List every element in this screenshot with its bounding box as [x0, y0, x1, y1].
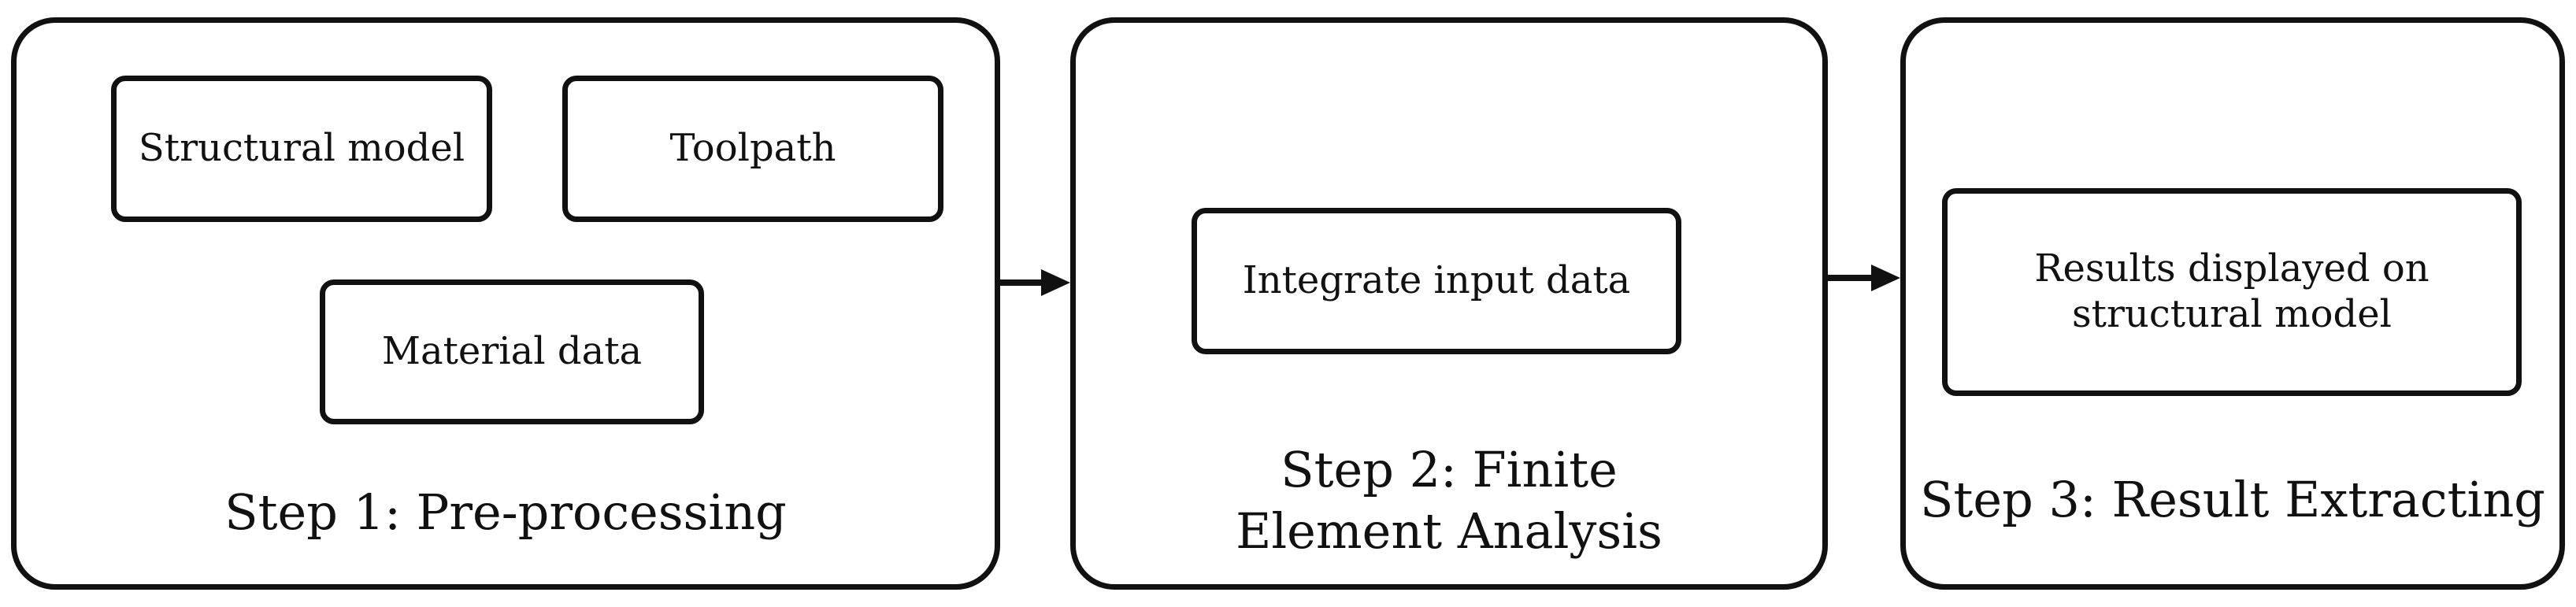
integrate-input-data-box: Integrate input data	[1192, 208, 1681, 354]
structural-model-box: Structural model	[111, 76, 492, 222]
toolpath-box: Toolpath	[562, 76, 943, 222]
arrow-step1-to-step2	[1000, 269, 1070, 296]
step-2-label: Step 2: Finite Element Analysis	[1236, 441, 1662, 560]
step-1-label: Step 1: Pre-processing	[224, 483, 787, 541]
arrow-step2-to-step3	[1828, 265, 1900, 291]
step-3-label: Step 3: Result Extracting	[1920, 471, 2545, 528]
material-data-box: Material data	[320, 279, 704, 424]
results-displayed-box: Results displayed on structural model	[1942, 188, 2522, 396]
